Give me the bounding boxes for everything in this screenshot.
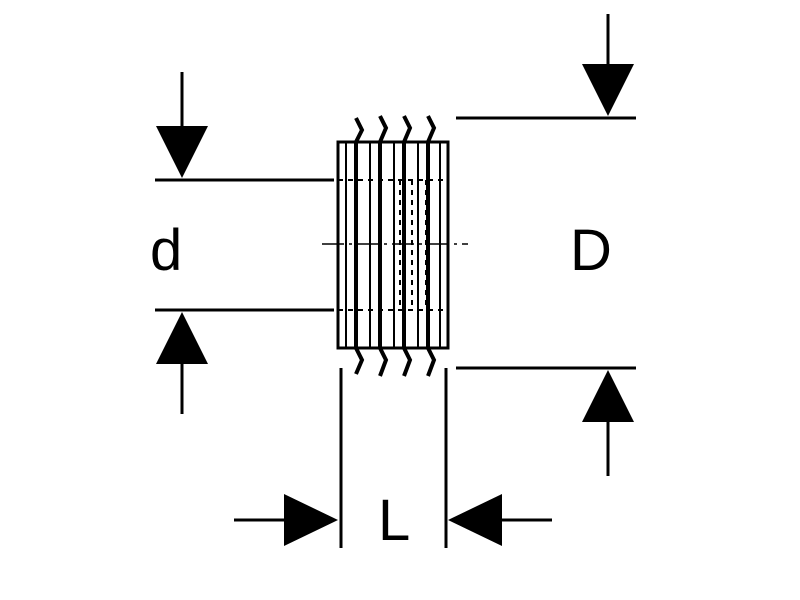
D-arrow-top-head — [582, 64, 634, 116]
thread-ribs — [354, 115, 437, 377]
d-arrow-top-head — [156, 126, 208, 178]
d-arrow-bottom-head — [156, 312, 208, 364]
outer-diameter-label: D — [570, 218, 612, 283]
outer-diameter-dimension — [456, 14, 636, 476]
inner-diameter-label: d — [150, 218, 182, 283]
L-arrow-left-head — [284, 494, 338, 546]
L-arrow-right-head — [448, 494, 502, 546]
hidden-bore-lines — [338, 179, 448, 311]
inner-diameter-dimension — [155, 72, 334, 414]
length-label: L — [378, 488, 410, 553]
length-dimension — [234, 368, 552, 548]
D-arrow-bottom-head — [582, 370, 634, 422]
thread-inner-lines — [345, 142, 441, 348]
threaded-fitting — [322, 115, 468, 377]
